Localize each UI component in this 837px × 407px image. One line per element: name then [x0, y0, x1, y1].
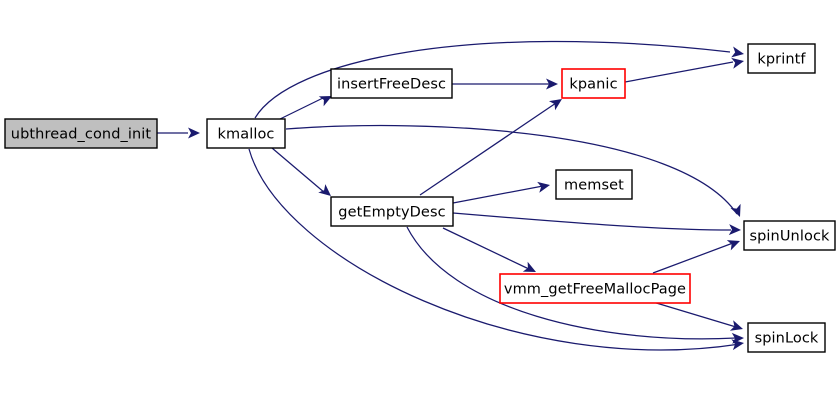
node-box-vmm_getFreeMallocPage[interactable] [499, 273, 691, 304]
node-spinLock[interactable]: spinLock [747, 322, 826, 353]
edges-layer [157, 40, 741, 351]
edge-vmm_getFreeMallocPage-to-spinUnlock [652, 242, 734, 274]
node-label-spinLock: spinLock [755, 331, 819, 347]
node-kmalloc[interactable]: kmalloc [206, 118, 286, 149]
edge-kmalloc-to-insertFreeDesc [277, 96, 326, 121]
edge-getEmptyDesc-to-spinUnlock [452, 212, 732, 231]
node-memset[interactable]: memset [555, 169, 633, 200]
node-label-kmalloc: kmalloc [217, 127, 274, 143]
node-box-memset[interactable] [555, 169, 633, 200]
node-label-kprintf: kprintf [757, 52, 806, 68]
node-kpanic[interactable]: kpanic [561, 68, 626, 99]
arrowhead-icon [728, 224, 741, 236]
node-box-spinUnlock[interactable] [743, 220, 836, 251]
arrowhead-icon [731, 46, 744, 58]
arrowhead-icon [318, 96, 332, 107]
node-box-kmalloc[interactable] [206, 118, 286, 149]
arrowhead-icon [726, 240, 740, 251]
node-box-ubthread_cond_init[interactable] [4, 118, 158, 149]
node-label-memset: memset [564, 178, 624, 194]
node-spinUnlock[interactable]: spinUnlock [743, 220, 836, 251]
node-label-ubthread_cond_init: ubthread_cond_init [11, 127, 152, 143]
edge-getEmptyDesc-to-vmm_getFreeMallocPage [442, 227, 532, 271]
edge-getEmptyDesc-to-kpanic [419, 100, 560, 196]
node-ubthread_cond_init[interactable]: ubthread_cond_init [4, 118, 158, 149]
arrowhead-icon [318, 184, 331, 196]
arrowhead-icon [537, 181, 550, 193]
edge-kpanic-to-kprintf [624, 61, 734, 83]
edge-kmalloc-to-spinUnlock [285, 124, 738, 215]
edge-kmalloc-to-getEmptyDesc [271, 147, 326, 194]
edge-getEmptyDesc-to-spinLock [406, 226, 737, 340]
node-box-kprintf[interactable] [747, 43, 816, 74]
arrowhead-icon [729, 320, 743, 331]
node-label-spinUnlock: spinUnlock [749, 229, 830, 245]
arrowhead-icon [731, 57, 744, 69]
edge-vmm_getFreeMallocPage-to-spinLock [652, 301, 737, 328]
node-insertFreeDesc[interactable]: insertFreeDesc [330, 68, 453, 99]
arrowhead-icon [188, 127, 200, 139]
node-label-kpanic: kpanic [569, 77, 617, 93]
nodes-layer: ubthread_cond_init kmalloc insertFreeDesc k… [4, 43, 836, 353]
node-box-kpanic[interactable] [561, 68, 626, 99]
node-box-insertFreeDesc[interactable] [330, 68, 453, 99]
edge-kmalloc-to-spinLock [248, 148, 741, 351]
edge-kmalloc-to-kprintf [254, 40, 731, 119]
node-getEmptyDesc[interactable]: getEmptyDesc [330, 196, 454, 227]
arrowhead-icon [522, 261, 536, 272]
arrowhead-icon [731, 332, 744, 344]
node-box-getEmptyDesc[interactable] [330, 196, 454, 227]
node-box-spinLock[interactable] [747, 322, 826, 353]
node-vmm_getFreeMallocPage[interactable]: vmm_getFreeMallocPage [499, 273, 691, 304]
node-label-getEmptyDesc: getEmptyDesc [338, 205, 445, 221]
node-kprintf[interactable]: kprintf [747, 43, 816, 74]
edge-getEmptyDesc-to-memset [452, 185, 544, 204]
arrowhead-icon [548, 99, 562, 111]
node-label-insertFreeDesc: insertFreeDesc [337, 77, 446, 93]
arrowhead-icon [546, 78, 558, 90]
arrowheads-layer [188, 46, 744, 351]
node-label-vmm_getFreeMallocPage: vmm_getFreeMallocPage [504, 282, 686, 298]
arrowhead-icon [730, 203, 741, 217]
